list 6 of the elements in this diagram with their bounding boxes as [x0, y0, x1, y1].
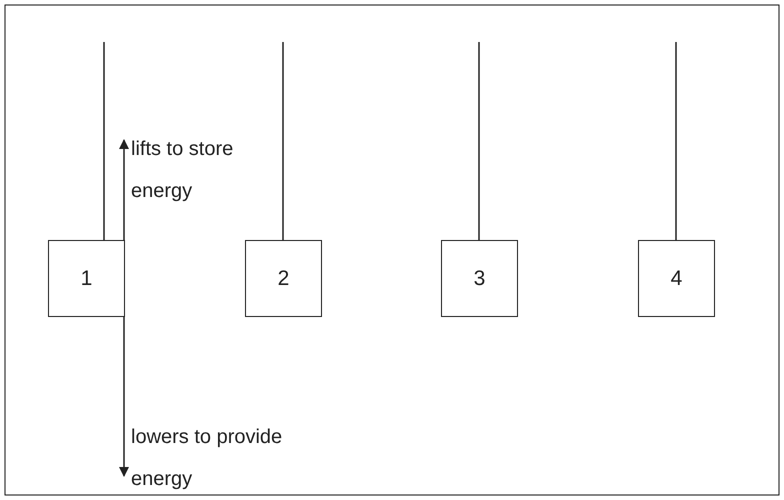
annotation-text: lowers to provide energy — [131, 425, 284, 492]
annotation-text: lifts to store energy — [131, 137, 234, 204]
weight-box: 1 — [48, 240, 125, 317]
weight-box: 2 — [245, 240, 322, 317]
weight-box: 3 — [441, 240, 518, 317]
weight-box: 4 — [638, 240, 715, 317]
